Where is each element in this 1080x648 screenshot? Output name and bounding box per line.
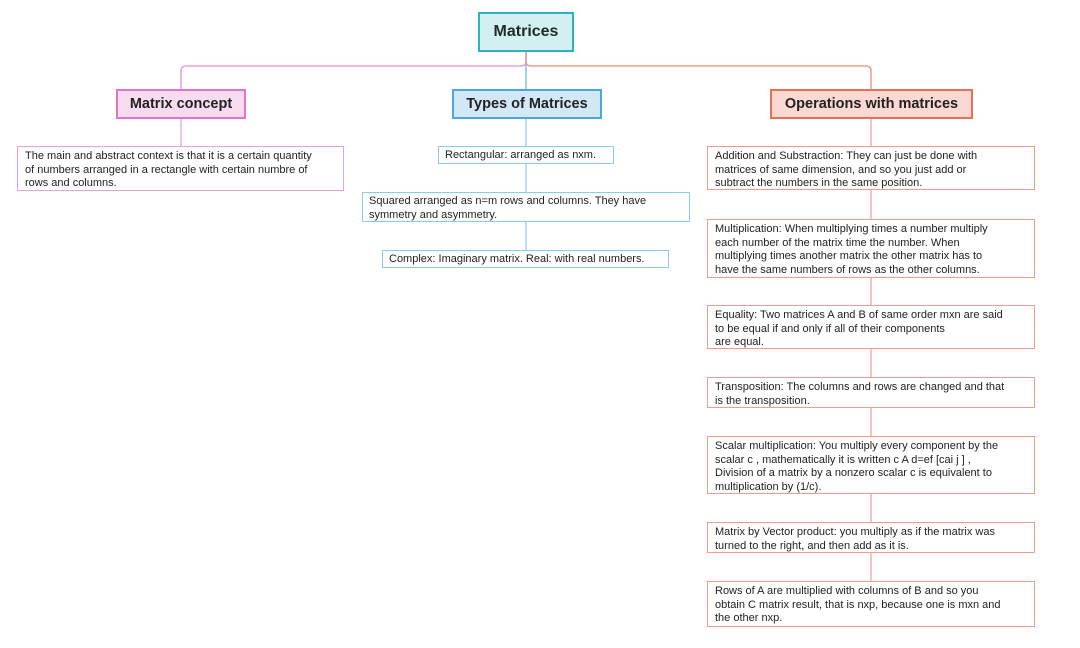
leaf-line: Squared arranged as n=m rows and columns…: [369, 195, 647, 207]
root-title: Matrices: [493, 23, 559, 40]
leaf-line: have the same numbers of rows as the oth…: [715, 263, 980, 276]
leaf-line: Complex: Imaginary matrix. Real: with re…: [389, 253, 645, 265]
leaf-line: symmetry and asymmetry.: [369, 208, 498, 221]
branch-title: Operations with matrices: [784, 96, 959, 112]
leaf-line: scalar c , mathematically it is written …: [715, 453, 971, 466]
leaf-line: Equality: Two matrices A and B of same o…: [715, 309, 1003, 321]
operation-leaf-scalar-multiplication[interactable]: Scalar multiplication: You multiply ever…: [707, 436, 1035, 494]
leaf-line: Rows of A are multiplied with columns of…: [715, 585, 979, 597]
operation-leaf-rows-by-columns[interactable]: Rows of A are multiplied with columns of…: [707, 581, 1035, 627]
leaf-line: the other nxp.: [715, 612, 783, 625]
branch-types-of-matrices[interactable]: Types of Matrices: [452, 89, 602, 119]
leaf-line: The main and abstract context is that it…: [25, 150, 312, 162]
connector-root-operations: [525, 52, 872, 89]
operation-leaf-equality[interactable]: Equality: Two matrices A and B of same o…: [707, 305, 1035, 349]
leaf-line: turned to the right, and then add as it …: [715, 539, 909, 552]
leaf-line: Transposition: The columns and rows are …: [715, 381, 1005, 393]
leaf-line: is the transposition.: [715, 394, 810, 407]
leaf-line: obtain C matrix result, that is nxp, bec…: [715, 598, 1001, 611]
leaf-line: Scalar multiplication: You multiply ever…: [715, 440, 999, 452]
leaf-line: multiplication by (1/c).: [715, 480, 822, 493]
leaf-line: each number of the matrix time the numbe…: [715, 236, 960, 249]
branch-title: Matrix concept: [129, 96, 233, 112]
leaf-line: rows and columns.: [25, 177, 117, 190]
branch-title: Types of Matrices: [466, 96, 588, 112]
concept-leaf[interactable]: The main and abstract context is that it…: [17, 146, 344, 191]
type-leaf-squared[interactable]: Squared arranged as n=m rows and columns…: [362, 192, 690, 222]
operation-leaf-transposition[interactable]: Transposition: The columns and rows are …: [707, 377, 1035, 408]
root-node[interactable]: Matrices: [478, 12, 574, 52]
leaf-line: Multiplication: When multiplying times a…: [715, 223, 988, 235]
connector-root-concept: [180, 52, 527, 89]
leaf-line: matrices of same dimension, and so you j…: [715, 163, 967, 176]
leaf-line: Matrix by Vector product: you multiply a…: [715, 526, 995, 538]
branch-operations-with-matrices[interactable]: Operations with matrices: [770, 89, 973, 119]
leaf-line: Addition and Substraction: They can just…: [715, 150, 978, 162]
operation-leaf-matrix-vector-product[interactable]: Matrix by Vector product: you multiply a…: [707, 522, 1035, 553]
leaf-line: subtract the numbers in the same positio…: [715, 177, 923, 190]
leaf-line: Rectangular: arranged as nxm.: [445, 149, 597, 161]
leaf-line: to be equal if and only if all of their …: [715, 322, 945, 335]
type-leaf-complex[interactable]: Complex: Imaginary matrix. Real: with re…: [382, 250, 669, 268]
branch-matrix-concept[interactable]: Matrix concept: [116, 89, 246, 119]
leaf-line: multiplying times another matrix the oth…: [715, 250, 983, 263]
operation-leaf-addition[interactable]: Addition and Substraction: They can just…: [707, 146, 1035, 190]
leaf-line: are equal.: [715, 336, 764, 349]
operation-leaf-multiplication[interactable]: Multiplication: When multiplying times a…: [707, 219, 1035, 278]
type-leaf-rectangular[interactable]: Rectangular: arranged as nxm.: [438, 146, 614, 164]
leaf-line: Division of a matrix by a nonzero scalar…: [715, 467, 992, 480]
leaf-line: of numbers arranged in a rectangle with …: [25, 163, 308, 176]
